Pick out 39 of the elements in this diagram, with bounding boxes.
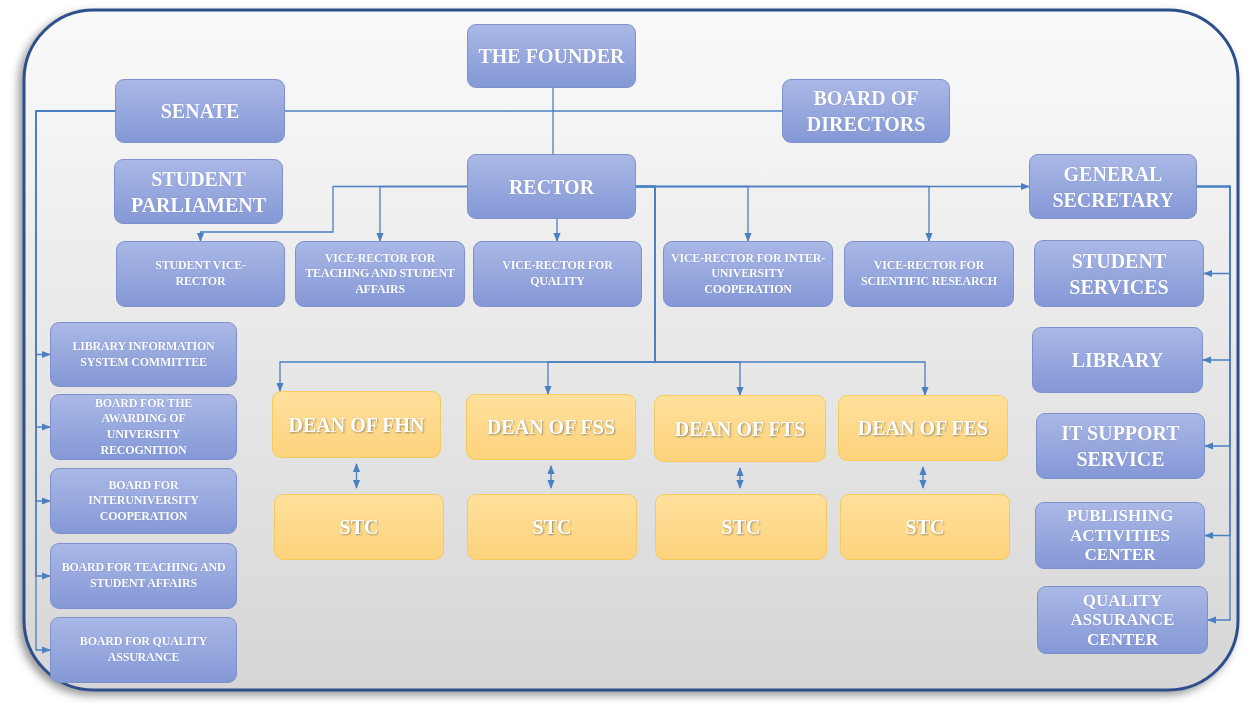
- org-unit-box: VICE-RECTOR FOR SCIENTIFIC RESEARCH: [844, 241, 1014, 307]
- org-unit-box: LIBRARY: [1032, 327, 1203, 393]
- org-unit-box: STUDENT VICE-RECTOR: [116, 241, 285, 307]
- org-unit-box: SENATE: [115, 79, 285, 143]
- faculty-box: DEAN OF FTS: [654, 395, 826, 462]
- connector-arrow: [736, 467, 744, 489]
- org-unit-box: BOARD FOR TEACHING AND STUDENT AFFAIRS: [50, 543, 237, 609]
- org-unit-box: GENERAL SECRETARY: [1029, 154, 1197, 219]
- org-unit-box: LIBRARY INFORMATION SYSTEM COMMITTEE: [50, 322, 237, 387]
- connector-arrow: [376, 185, 468, 242]
- org-unit-box: PUBLISHING ACTIVITIES CENTER: [1035, 502, 1205, 569]
- org-unit-box: VICE-RECTOR FOR TEACHING AND STUDENT AFFAIRS: [295, 241, 465, 307]
- connector-arrow: [352, 463, 361, 489]
- faculty-box: STC: [467, 494, 637, 560]
- faculty-box: STC: [840, 494, 1010, 560]
- connector-arrow: [919, 466, 927, 489]
- connector-arrow: [635, 185, 929, 396]
- org-unit-box: RECTOR: [467, 154, 636, 219]
- org-unit-box: STUDENT SERVICES: [1034, 240, 1204, 307]
- connector-line: [552, 87, 554, 155]
- org-unit-box: IT SUPPORT SERVICE: [1036, 413, 1205, 479]
- org-unit-box: STUDENT PARLIAMENT: [114, 159, 283, 224]
- org-unit-box: VICE-RECTOR FOR INTER-UNIVERSITY COOPERATION: [663, 241, 833, 307]
- org-unit-box: BOARD FOR THE AWARDING OF UNIVERSITY RECOGNITION: [50, 394, 237, 460]
- faculty-box: STC: [274, 494, 444, 560]
- connector-arrow: [547, 465, 555, 489]
- connector-arrow: [1196, 185, 1231, 624]
- faculty-box: DEAN OF FSS: [466, 394, 636, 460]
- faculty-box: DEAN OF FES: [838, 395, 1008, 461]
- org-unit-box: THE FOUNDER: [467, 24, 636, 88]
- org-unit-box: BOARD OF DIRECTORS: [782, 79, 950, 143]
- org-unit-box: VICE-RECTOR FOR QUALITY: [473, 241, 642, 307]
- org-unit-box: BOARD FOR INTERUNIVERSITY COOPERATION: [50, 468, 237, 534]
- faculty-box: STC: [655, 494, 827, 560]
- connector-line: [284, 110, 783, 112]
- connector-arrow: [553, 218, 561, 242]
- faculty-box: DEAN OF FHN: [272, 391, 441, 458]
- org-unit-box: BOARD FOR QUALITY ASSURANCE: [50, 617, 237, 683]
- org-unit-box: QUALITY ASSURANCE CENTER: [1037, 586, 1208, 654]
